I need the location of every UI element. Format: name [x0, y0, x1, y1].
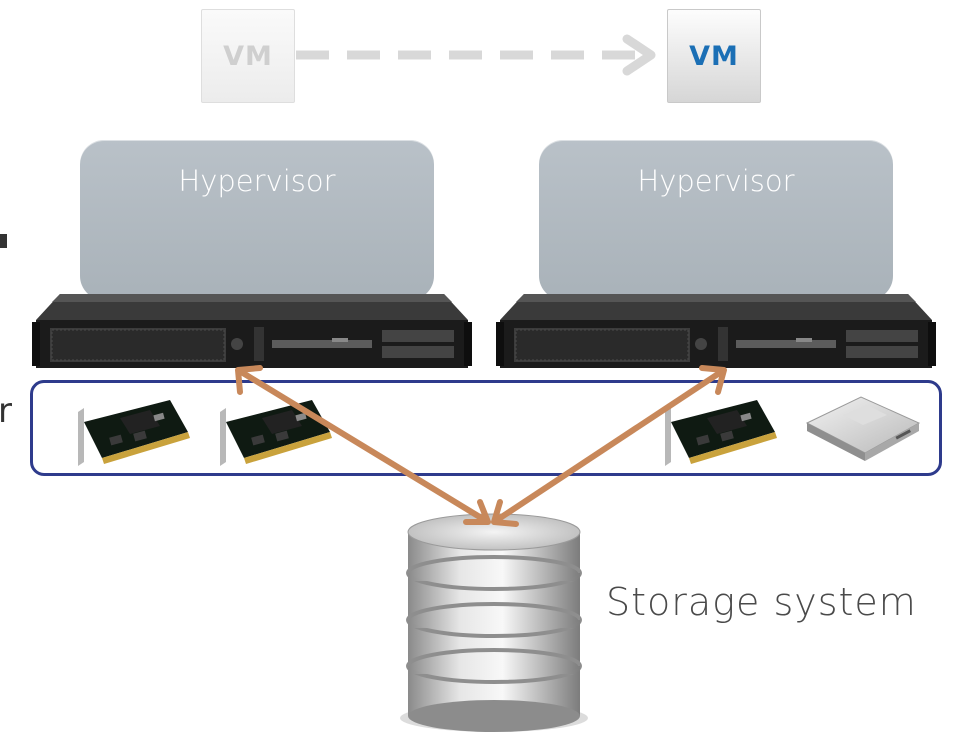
migration-arrow [296, 34, 656, 76]
storage-system-label: Storage system [606, 580, 917, 624]
left-edge-text: r [0, 391, 12, 431]
target-vm-box: VM [667, 9, 761, 103]
pcie-flash-card-icon [220, 400, 332, 466]
flash-cache-layer [30, 380, 942, 476]
pcie-flash-card-icon [665, 400, 777, 466]
hypervisor-left-label: Hypervisor [178, 164, 336, 198]
ssd-drive-icon [805, 396, 921, 461]
target-vm-label: VM [689, 40, 739, 72]
storage-database-icon [400, 513, 588, 732]
server-right-icon [496, 294, 936, 368]
server-left-icon [32, 294, 472, 368]
source-vm-label: VM [223, 40, 273, 72]
hypervisor-left: Hypervisor [80, 140, 434, 300]
hypervisor-right: Hypervisor [539, 140, 893, 300]
pcie-flash-card-icon [78, 400, 190, 466]
left-edge-mark [0, 234, 7, 248]
hypervisor-right-label: Hypervisor [637, 164, 795, 198]
source-vm-box: VM [201, 9, 295, 103]
